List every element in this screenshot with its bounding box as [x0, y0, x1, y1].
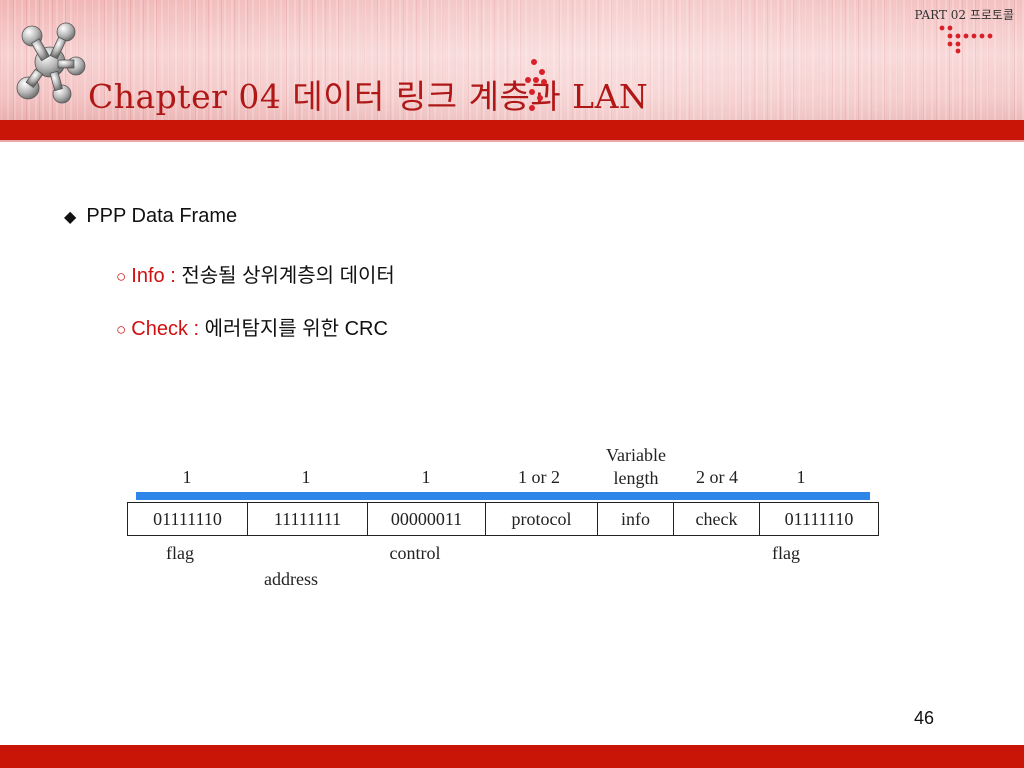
field-name-label: address	[264, 569, 318, 589]
page-number: 46	[914, 708, 935, 728]
field-size-label: 1	[182, 467, 192, 487]
frame-field: 01111110	[784, 508, 854, 529]
title-dots-decoration	[520, 58, 560, 118]
diamond-bullet-icon: ◆	[64, 209, 77, 226]
bullet-ppp-data-frame: ◆ PPP Data Frame	[64, 205, 237, 228]
field-size-label: 1	[421, 467, 431, 487]
sub-item-desc: 에러탐지를 위한 CRC	[199, 318, 388, 340]
frame-field: check	[674, 503, 760, 535]
header-divider	[0, 140, 1024, 142]
sub-item-info: ○Info : 전송될 상위계층의 데이터	[116, 259, 395, 288]
field-name-label: control	[389, 543, 441, 563]
sub-item-key: Info :	[131, 265, 176, 287]
frame-field: protocol	[486, 503, 598, 535]
field-name-label: flag	[772, 543, 800, 563]
circle-bullet-icon: ○	[116, 267, 127, 286]
field-size-label: 1	[301, 467, 311, 487]
size-line: length	[613, 468, 659, 488]
bullet-text: PPP Data Frame	[86, 205, 238, 227]
field-size-label: 2 or 4	[696, 467, 738, 487]
frame-bar	[136, 492, 870, 500]
footer-red-bar	[0, 745, 1024, 768]
dots-decoration	[938, 24, 998, 58]
sub-item-key: Check :	[131, 318, 200, 340]
sub-item-check: ○Check : 에러탐지를 위한 CRC	[116, 312, 388, 341]
field-size-label: 1 or 2	[518, 467, 560, 487]
part-label: PART 02 프로토콜	[914, 8, 1014, 22]
header-banner	[0, 0, 1024, 120]
size-line: Variable	[606, 445, 666, 465]
field-size-label: 1	[796, 467, 806, 487]
chapter-title: Chapter 04 데이터 링크 계층과 LAN	[88, 77, 649, 116]
frame-field: 11111111	[248, 503, 368, 535]
circle-bullet-icon: ○	[116, 320, 127, 339]
frame-fields: 01111110 11111111 00000011 protocol info…	[127, 502, 879, 536]
logo-icon	[14, 20, 86, 110]
field-size-label-variable: Variable length	[606, 444, 666, 490]
sub-item-desc: 전송될 상위계층의 데이터	[175, 265, 395, 287]
header-red-bar	[0, 120, 1024, 140]
frame-field: 01111110	[128, 503, 248, 535]
field-name-label: flag	[166, 543, 194, 563]
frame-field: info	[598, 503, 674, 535]
frame-field: 00000011	[368, 503, 486, 535]
